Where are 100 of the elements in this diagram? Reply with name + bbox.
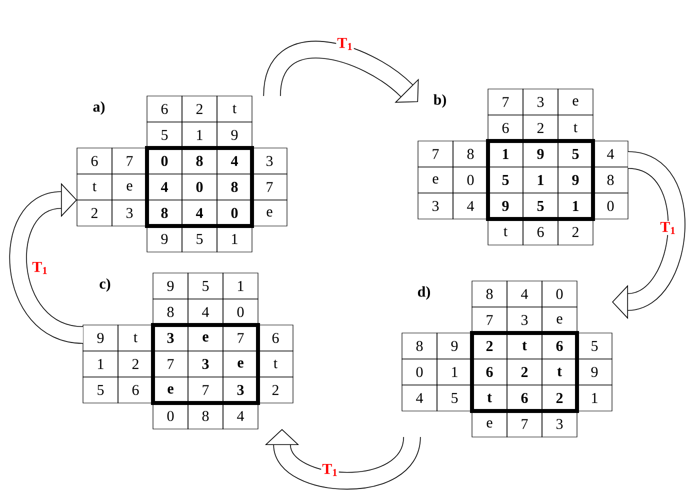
grid-cell: 9 — [488, 192, 524, 220]
edge-label: T$_{1}$ — [322, 464, 337, 476]
grid-cell: 8 — [452, 140, 488, 168]
grid-cell: 6 — [472, 358, 508, 386]
grid-cell: 6 — [506, 384, 542, 412]
grid-cell: 6 — [118, 376, 154, 404]
grid-cell: 3 — [252, 148, 288, 174]
grid-cell: 7 — [418, 140, 454, 168]
grid-cell: 9 — [216, 122, 252, 148]
grid-cell: e — [252, 200, 288, 226]
grid-cell: 1 — [522, 166, 558, 194]
grid-cell: 3 — [418, 192, 454, 220]
grid-cell: 1 — [436, 358, 472, 386]
grid-cell: 9 — [436, 332, 472, 360]
grid-cell: 1 — [222, 272, 258, 300]
edge-label: T$_{1}$ — [337, 38, 352, 50]
grid-cell: t — [558, 114, 594, 142]
grid-cell: 5 — [82, 376, 118, 404]
grid-cell: t — [472, 384, 508, 412]
grid-cell: 7 — [506, 410, 542, 438]
grid-cell: 4 — [506, 280, 542, 308]
grid-cell: 0 — [152, 402, 188, 430]
grid-cell: 6 — [522, 218, 558, 246]
grid-cell: 4 — [402, 384, 438, 412]
grid-cell: 3 — [112, 200, 148, 226]
edge-label: T$_{1}$ — [660, 222, 675, 234]
grid-cell: t — [258, 350, 294, 378]
curved-arrow — [264, 429, 421, 490]
grid-cell: 5 — [182, 226, 218, 252]
grid-cell: 8 — [152, 298, 188, 326]
grid-cell: 5 — [522, 192, 558, 220]
grid-cell: 2 — [76, 200, 112, 226]
grid-cell: 6 — [488, 114, 524, 142]
panel-label: d) — [418, 286, 430, 300]
grid-cell: 7 — [252, 174, 288, 200]
grid-cell: 6 — [258, 324, 294, 352]
grid-cell: 0 — [222, 298, 258, 326]
grid-cell: t — [216, 96, 252, 122]
panel-label: b) — [434, 94, 446, 108]
grid-cell: 4 — [146, 174, 182, 200]
curved-arrow — [10, 182, 84, 344]
grid-cell: 0 — [592, 192, 628, 220]
grid-cell: 0 — [402, 358, 438, 386]
grid-cell: 8 — [188, 402, 224, 430]
grid-cell: 9 — [152, 272, 188, 300]
grid-cell: 4 — [222, 402, 258, 430]
grid-cell: 7 — [112, 148, 148, 174]
grid-cell: 1 — [216, 226, 252, 252]
grid-cell: t — [542, 358, 578, 386]
grid-cell: 4 — [592, 140, 628, 168]
grid-cell: e — [222, 350, 258, 378]
grid-cell: 4 — [188, 298, 224, 326]
grid-cell: t — [118, 324, 154, 352]
grid-cell: 1 — [82, 350, 118, 378]
panel-label: a) — [93, 101, 105, 115]
grid-cell: 0 — [542, 280, 578, 308]
node-label: 0 — [161, 156, 168, 166]
grid-cell: 4 — [216, 148, 252, 174]
grid-cell: 8 — [182, 148, 218, 174]
grid-cell: 4 — [182, 200, 218, 226]
grid-cell: t — [506, 332, 542, 360]
panel-label: c) — [100, 278, 110, 292]
grid-cell: 3 — [506, 306, 542, 334]
grid-cell: 6 — [146, 96, 182, 122]
grid-cell: 3 — [542, 410, 578, 438]
grid-cell: 9 — [146, 226, 182, 252]
grid-cell: 2 — [558, 218, 594, 246]
grid-cell: 6 — [76, 148, 112, 174]
grid-cell: t — [488, 218, 524, 246]
grid-cell: 7 — [222, 324, 258, 352]
grid-cell: 2 — [522, 114, 558, 142]
node-label: 1 — [502, 149, 508, 159]
grid-cell: 8 — [472, 280, 508, 308]
grid-cell: 8 — [146, 200, 182, 226]
grid-cell: 2 — [542, 384, 578, 412]
grid-cell: 7 — [472, 306, 508, 334]
grid-cell: 5 — [488, 166, 524, 194]
grid-cell: 5 — [436, 384, 472, 412]
grid-cell: 8 — [592, 166, 628, 194]
grid-cell: 7 — [488, 88, 524, 116]
grid-cell: 2 — [118, 350, 154, 378]
grid-cell: 5 — [146, 122, 182, 148]
grid-cell: e — [152, 376, 188, 404]
grid-cell: 0 — [216, 200, 252, 226]
grid-cell: 9 — [576, 358, 612, 386]
grid-cell: 9 — [82, 324, 118, 352]
grid-cell: 5 — [188, 272, 224, 300]
grid-cell: e — [472, 410, 508, 438]
grid-cell: 7 — [152, 350, 188, 378]
grid-cell: t — [76, 174, 112, 200]
grid-cell: 1 — [182, 122, 218, 148]
grid-cell: 7 — [188, 376, 224, 404]
grid-cell: 2 — [182, 96, 218, 122]
grid-cell: 5 — [558, 140, 594, 168]
node-label: 3 — [167, 332, 174, 344]
grid-cell: 3 — [522, 88, 558, 116]
grid-cell: 9 — [522, 140, 558, 168]
grid-cell: 9 — [558, 166, 594, 194]
grid-cell: 0 — [182, 174, 218, 200]
grid-cell: 3 — [222, 376, 258, 404]
